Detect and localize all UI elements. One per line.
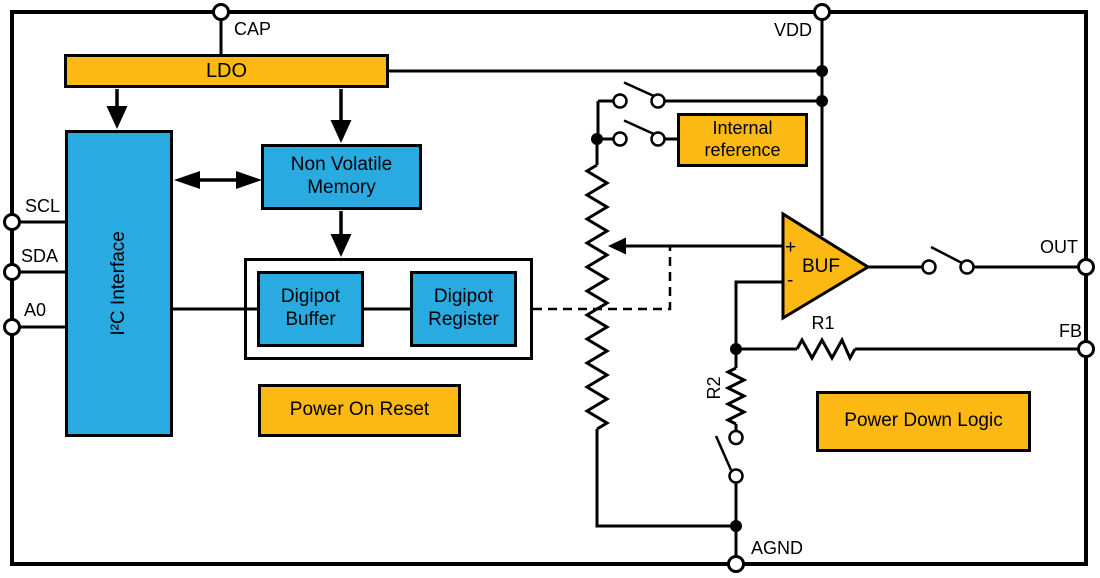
switch-contact-icon: [612, 131, 628, 147]
digipot-buffer-label: Digipot Buffer: [280, 286, 341, 330]
ldo-label: LDO: [205, 60, 248, 82]
i2c-interface-block: I²C Interface: [65, 130, 173, 437]
wire-pot-bottom-to-agnd: [595, 429, 736, 528]
pin-a0: [3, 318, 21, 336]
power-down-logic-block: Power Down Logic: [816, 391, 1031, 452]
pin-agnd: [727, 555, 745, 573]
vdd-pin-label: VDD: [773, 20, 812, 40]
scl-pin-label: SCL: [25, 196, 61, 216]
ldo-block: LDO: [64, 54, 389, 88]
internal-reference-block: Internal reference: [677, 113, 808, 167]
digipot-container: [244, 258, 533, 360]
switch-lever-icon: [714, 435, 733, 471]
cap-pin-label: CAP: [234, 19, 272, 39]
a0-pin-label: A0: [24, 300, 47, 320]
buf-minus-label: -: [787, 270, 794, 291]
switch-lever-icon: [623, 119, 656, 136]
arrow-i2c-nvm-left-icon: [174, 171, 200, 189]
junction-dot: [730, 343, 742, 355]
wire-buf-minus-feedback: [734, 280, 783, 349]
sda-pin-label: SDA: [21, 246, 59, 266]
dashed-register-to-wiper-control: [533, 247, 672, 311]
wires-scl-sda-a0: [14, 220, 66, 329]
digipot-buffer-block: Digipot Buffer: [257, 271, 364, 347]
digipot-register-label: Digipot Register: [428, 286, 499, 330]
pin-sda: [3, 263, 21, 281]
switch-contact-icon: [728, 468, 744, 484]
fb-pin-label: FB: [1058, 321, 1082, 341]
wiper-arrow-icon: [608, 237, 626, 255]
out-pin-label: OUT: [1040, 237, 1078, 257]
buf-amplifier-triangle: [781, 211, 871, 321]
power-on-reset-label: Power On Reset: [289, 399, 430, 421]
pin-out: [1077, 258, 1095, 276]
r1-label: R1: [811, 313, 835, 333]
r2-label: R2: [704, 376, 724, 400]
arrow-i2c-nvm-right-icon: [236, 171, 262, 189]
switch-contact-icon: [921, 259, 937, 275]
device-outline: [10, 10, 1088, 566]
pin-vdd: [813, 3, 831, 21]
switch-lever-icon: [930, 245, 963, 265]
switch-contact-icon: [612, 93, 628, 109]
pin-scl: [3, 213, 21, 231]
i2c-interface-label: I²C Interface: [107, 231, 129, 336]
power-on-reset-block: Power On Reset: [258, 384, 461, 437]
arrow-ldo-to-nvm-icon: [330, 120, 352, 143]
r2-resistor-icon: [724, 366, 748, 426]
arrow-nvm-to-digipot-icon: [330, 234, 352, 257]
non-volatile-memory-block: Non Volatile Memory: [261, 144, 422, 210]
switch-contact-icon: [650, 131, 666, 147]
buf-label: BUF: [802, 256, 840, 277]
pin-cap: [212, 3, 230, 21]
junction-dot: [816, 95, 828, 107]
internal-reference-label: Internal reference: [704, 118, 781, 160]
r1-resistor-icon: [795, 336, 857, 362]
power-down-logic-label: Power Down Logic: [844, 410, 1003, 432]
switch-lever-icon: [623, 81, 656, 98]
non-volatile-memory-label: Non Volatile Memory: [290, 154, 393, 198]
buf-plus-label: +: [785, 237, 797, 258]
digipot-register-block: Digipot Register: [410, 271, 517, 347]
arrow-ldo-to-i2c-icon: [106, 106, 128, 129]
junction-dot: [591, 133, 603, 145]
agnd-pin-label: AGND: [751, 538, 804, 558]
potentiometer-resistor-icon: [584, 163, 610, 431]
switch-contact-icon: [959, 259, 975, 275]
junction-dot: [816, 65, 828, 77]
pin-fb: [1077, 340, 1095, 358]
switch-contact-icon: [650, 93, 666, 109]
junction-dot: [730, 520, 742, 532]
switch-contact-icon: [728, 429, 744, 446]
